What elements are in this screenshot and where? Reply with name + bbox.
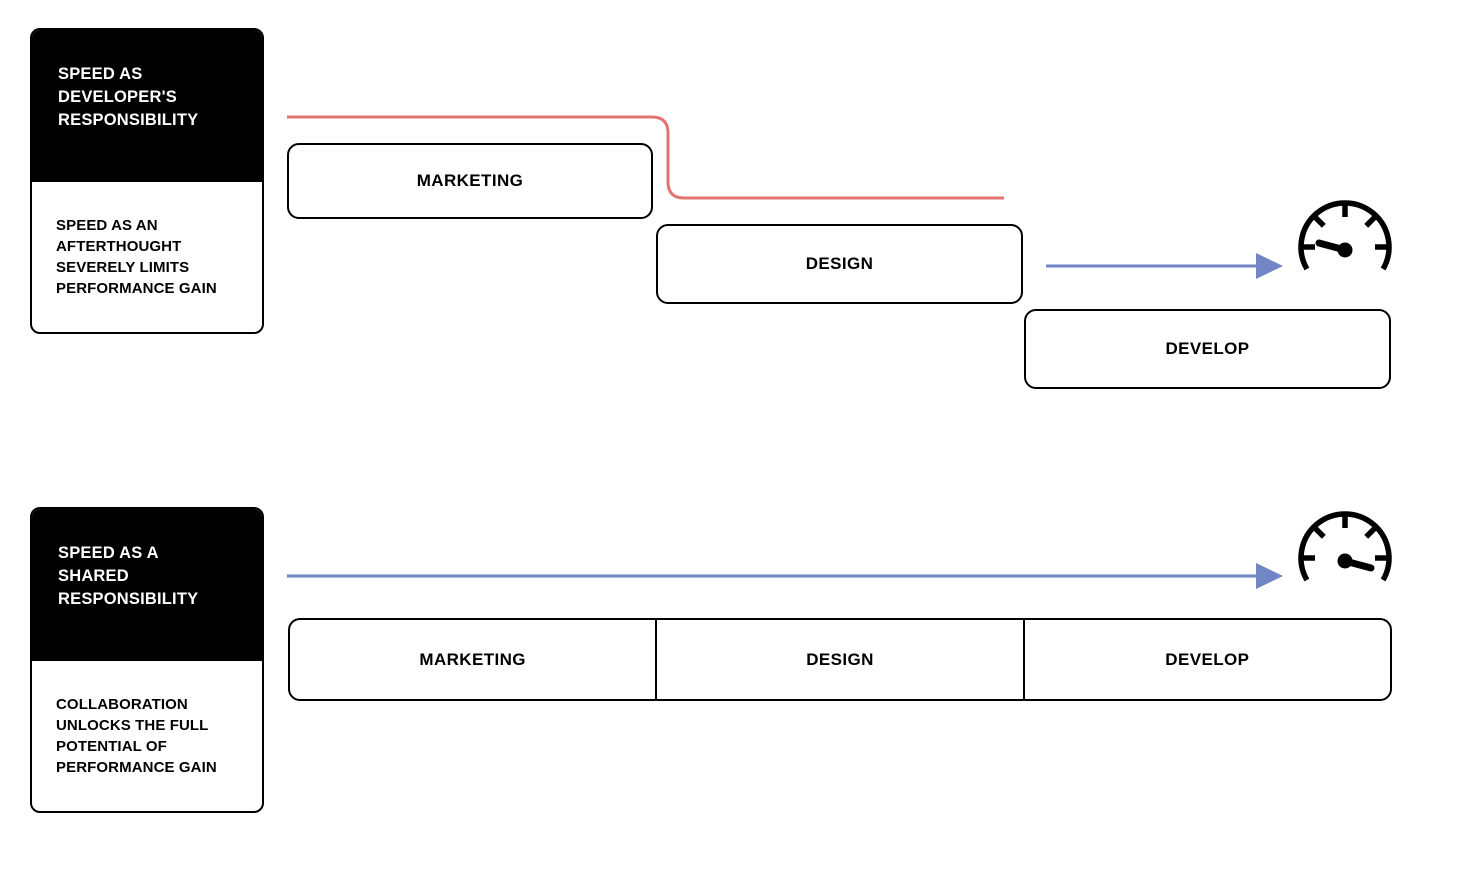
waterfall-info-card: SPEED AS DEVELOPER'S RESPONSIBILITY SPEE…: [30, 28, 264, 334]
body-line: SPEED AS AN: [56, 217, 158, 234]
shared-speed-arrow-head: [1256, 563, 1283, 589]
waterfall-card-body: SPEED AS AN AFTERTHOUGHT SEVERELY LIMITS…: [32, 182, 262, 299]
waterfall-card-title: SPEED AS DEVELOPER'S RESPONSIBILITY: [32, 30, 262, 182]
body-line: SEVERELY LIMITS: [56, 259, 190, 276]
title-line: SHARED: [58, 567, 129, 585]
stage-box-design: DESIGN: [656, 224, 1023, 304]
body-line: COLLABORATION: [56, 696, 188, 713]
shared-card-body: COLLABORATION UNLOCKS THE FULL POTENTIAL…: [32, 661, 262, 778]
title-line: RESPONSIBILITY: [58, 590, 199, 608]
stage-box-marketing: MARKETING: [287, 143, 653, 219]
speedometer-high-icon: [1298, 511, 1392, 582]
title-line: RESPONSIBILITY: [58, 111, 199, 129]
waterfall-speed-arrow-head: [1256, 253, 1283, 279]
shared-info-card: SPEED AS A SHARED RESPONSIBILITY COLLABO…: [30, 507, 264, 813]
stage-box-develop: DEVELOP: [1024, 309, 1391, 389]
stage-label: DESIGN: [805, 254, 874, 273]
stage-cell-design: DESIGN: [655, 620, 1022, 699]
body-line: PERFORMANCE GAIN: [56, 280, 217, 297]
title-line: SPEED AS A: [58, 544, 159, 562]
stage-label: MARKETING: [419, 649, 526, 669]
body-line: UNLOCKS THE FULL: [56, 717, 209, 734]
body-line: AFTERTHOUGHT: [56, 238, 182, 255]
stage-label: MARKETING: [416, 171, 524, 190]
stage-label: DEVELOP: [1165, 339, 1250, 358]
title-line: DEVELOPER'S: [58, 88, 177, 106]
body-line: PERFORMANCE GAIN: [56, 759, 217, 776]
stage-label: DESIGN: [806, 649, 874, 669]
shared-card-title: SPEED AS A SHARED RESPONSIBILITY: [32, 509, 262, 661]
stage-cell-marketing: MARKETING: [290, 620, 655, 699]
title-line: SPEED AS: [58, 65, 143, 83]
stage-cell-develop: DEVELOP: [1022, 620, 1390, 699]
stage-label: DEVELOP: [1165, 649, 1250, 669]
body-line: POTENTIAL OF: [56, 738, 167, 755]
shared-stage-row: MARKETING DESIGN DEVELOP: [288, 618, 1392, 701]
speedometer-low-icon: [1298, 200, 1392, 271]
